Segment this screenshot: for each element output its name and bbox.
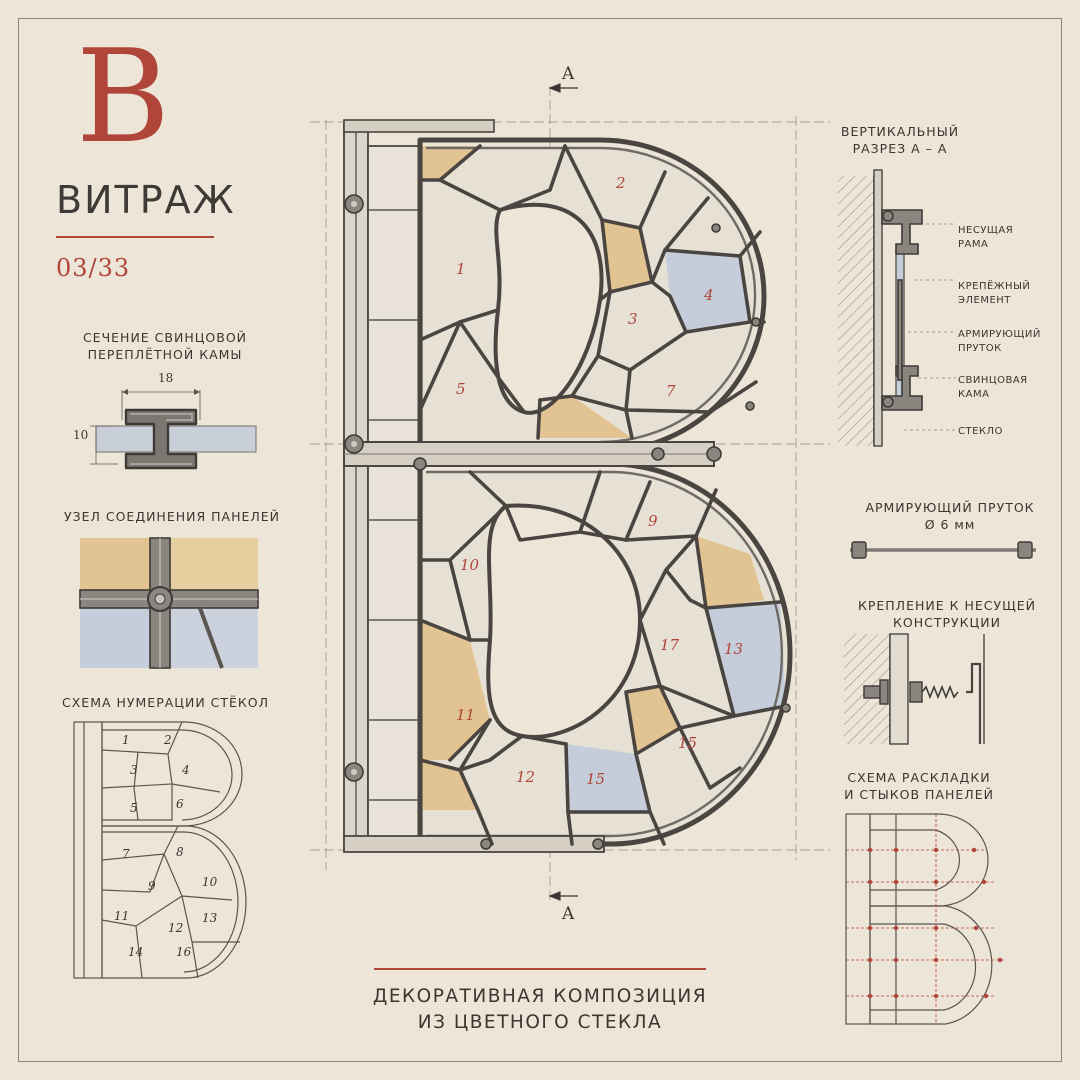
vertical-section-title: ВЕРТИКАЛЬНЫЙ РАЗРЕЗ А – А xyxy=(830,124,970,158)
callout-line: КАМА xyxy=(958,388,990,400)
footer-caption: ДЕКОРАТИВНАЯ КОМПОЗИЦИЯ ИЗ ЦВЕТНОГО СТЕК… xyxy=(340,984,740,1036)
footer-caption-line2: ИЗ ЦВЕТНОГО СТЕКЛА xyxy=(417,1011,663,1033)
pane-label: 10 xyxy=(460,556,480,574)
numbering-label: 4 xyxy=(181,763,190,777)
pane-label: 9 xyxy=(648,512,658,530)
numbering-label: 5 xyxy=(130,801,138,815)
pane-label: 17 xyxy=(660,636,680,654)
mounting-title: КРЕПЛЕНИЕ К НЕСУЩЕЙ КОНСТРУКЦИИ xyxy=(832,598,1062,632)
numbering-label: 2 xyxy=(163,733,172,747)
lead-profile-title-line1: СЕЧЕНИЕ СВИНЦОВОЙ xyxy=(82,330,248,345)
lead-profile-width: 18 xyxy=(158,371,174,385)
title-divider xyxy=(56,236,214,238)
footer-divider xyxy=(374,968,706,970)
pane-label: 4 xyxy=(703,286,714,304)
pane-label: 11 xyxy=(456,706,475,724)
callout-lead-came: СВИНЦОВАЯ КАМА xyxy=(958,374,1028,401)
numbering-label: 13 xyxy=(202,911,218,925)
pane-label: 1 xyxy=(456,260,466,278)
mounting-drawing xyxy=(844,633,985,745)
callout-bearing-frame: НЕСУЩАЯ РАМА xyxy=(958,224,1013,251)
numbering-label: 14 xyxy=(128,945,143,959)
vertical-section-drawing xyxy=(838,169,956,447)
pane-label: 15 xyxy=(678,734,697,752)
numbering-title: СХЕМА НУМЕРАЦИИ СТЁКОЛ xyxy=(62,695,270,710)
pane-label: 12 xyxy=(516,768,535,786)
stained-glass-b: 1 2 3 4 5 7 9 10 11 12 13 15 15 17 xyxy=(310,83,830,901)
numbering-label: 3 xyxy=(130,763,138,777)
numbering-label: 12 xyxy=(168,921,183,935)
pane-label: 2 xyxy=(615,174,626,192)
pane-label: 3 xyxy=(628,310,638,328)
page-title: ВИТРАЖ xyxy=(56,178,236,222)
numbering-label: 7 xyxy=(122,847,130,861)
callout-line: НЕСУЩАЯ xyxy=(958,225,1014,236)
numbering-label: 6 xyxy=(176,797,184,811)
callout-fastener: КРЕПЁЖНЫЙ ЭЛЕМЕНТ xyxy=(958,280,1030,307)
footer-caption-line1: ДЕКОРАТИВНАЯ КОМПОЗИЦИЯ xyxy=(372,986,708,1007)
sheet-number: 03/33 xyxy=(56,254,131,282)
numbering-label: 10 xyxy=(202,875,218,889)
callout-glass: СТЕКЛО xyxy=(958,425,1003,439)
callout-line: КРЕПЁЖНЫЙ xyxy=(958,281,1031,292)
callout-reinforcing-rod: АРМИРУЮЩИЙ ПРУТОК xyxy=(958,328,1041,355)
section-mark-bottom: A xyxy=(562,904,575,924)
header-letter: B xyxy=(76,23,171,172)
lead-profile-drawing xyxy=(90,389,257,470)
numbering-label: 1 xyxy=(122,733,130,747)
pane-label: 7 xyxy=(666,382,676,400)
mounting-title-line1: КРЕПЛЕНИЕ К НЕСУЩЕЙ xyxy=(857,598,1037,613)
vertical-section-title-line2: РАЗРЕЗ А – А xyxy=(852,140,948,156)
rod-diameter: Ø 6 мм xyxy=(924,516,976,532)
callout-line: СВИНЦОВАЯ xyxy=(958,375,1028,386)
numbering-label: 9 xyxy=(148,879,156,893)
lead-profile-height: 10 xyxy=(73,428,89,442)
lead-profile-title: СЕЧЕНИЕ СВИНЦОВОЙ ПЕРЕПЛЁТНОЙ КАМЫ xyxy=(70,330,260,364)
rod-title-line: АРМИРУЮЩИЙ ПРУТОК xyxy=(865,500,1035,515)
numbering-label: 16 xyxy=(176,945,192,959)
pane-label: 13 xyxy=(724,640,743,658)
layout-scheme-drawing xyxy=(845,813,1006,1025)
pane-label: 5 xyxy=(456,380,466,398)
lead-profile-title-line2: ПЕРЕПЛЁТНОЙ КАМЫ xyxy=(87,346,243,362)
callout-line: ЭЛЕМЕНТ xyxy=(958,294,1011,306)
rod-title: АРМИРУЮЩИЙ ПРУТОК Ø 6 мм xyxy=(850,500,1050,534)
callout-line: СТЕКЛО xyxy=(958,426,1003,437)
layout-scheme-title-line2: И СТЫКОВ ПАНЕЛЕЙ xyxy=(844,786,994,802)
callout-line: ПРУТОК xyxy=(958,342,1002,354)
numbering-label: 8 xyxy=(176,845,184,859)
vertical-section-title-line1: ВЕРТИКАЛЬНЫЙ xyxy=(840,124,960,139)
panel-joint-title: УЗЕЛ СОЕДИНЕНИЯ ПАНЕЛЕЙ xyxy=(63,509,281,524)
rod-drawing xyxy=(850,541,1036,559)
layout-scheme-title: СХЕМА РАСКЛАДКИ И СТЫКОВ ПАНЕЛЕЙ xyxy=(834,770,1004,804)
callout-line: АРМИРУЮЩИЙ xyxy=(958,329,1041,340)
sheet-border xyxy=(18,18,1062,1062)
pane-label: 15 xyxy=(586,770,605,788)
callout-line: РАМА xyxy=(958,238,989,250)
layout-scheme-title-line1: СХЕМА РАСКЛАДКИ xyxy=(847,770,991,785)
section-mark-top: A xyxy=(562,64,575,84)
panel-joint-drawing xyxy=(79,537,259,669)
numbering-label: 11 xyxy=(114,909,129,923)
mounting-title-line2: КОНСТРУКЦИИ xyxy=(893,614,1001,630)
